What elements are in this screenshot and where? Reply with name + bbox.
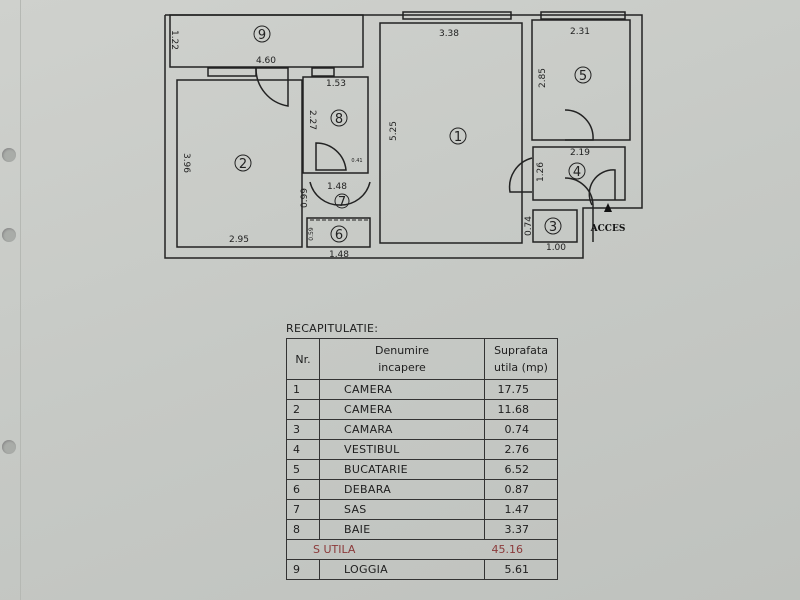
cell-name: CAMARA — [319, 419, 485, 440]
cell-name: CAMERA — [319, 399, 485, 420]
room-number-6: 6 — [330, 225, 348, 243]
dim-r8-small: 0.41 — [351, 158, 362, 164]
door-arc — [255, 67, 289, 107]
dim-r6-height: 0.59 — [308, 227, 315, 241]
entrance-label: ACCES — [590, 224, 626, 234]
dim-r7-width: 1.48 — [327, 182, 347, 192]
room-3-outline — [532, 209, 578, 243]
total-value: 45.16 — [484, 539, 558, 560]
dim-r7-height: 0.99 — [300, 188, 310, 208]
cell-area: 1.47 — [484, 499, 558, 520]
header-nr: Nr. — [286, 338, 320, 380]
room-8-outline — [302, 76, 369, 174]
entrance-arrow-icon — [604, 203, 612, 212]
page-margin-line — [20, 0, 21, 600]
cell-area: 0.74 — [484, 419, 558, 440]
cell-area: 6.52 — [484, 459, 558, 480]
svg-text:4: 4 — [573, 165, 581, 180]
punch-hole — [2, 440, 16, 454]
cell-name: LOGGIA — [319, 559, 485, 580]
room-number-4: 4 — [568, 162, 586, 180]
svg-text:8: 8 — [335, 112, 343, 127]
dim-r5-height: 2.85 — [538, 68, 548, 88]
cell-area: 5.61 — [484, 559, 558, 580]
svg-text:7: 7 — [338, 195, 346, 210]
punch-hole — [2, 148, 16, 162]
recap-title: RECAPITULATIE: — [286, 322, 379, 335]
dim-r4-width: 2.19 — [570, 148, 590, 158]
dim-r3-height: 0.74 — [524, 216, 534, 236]
cell-nr: 3 — [286, 419, 320, 440]
dim-r8-width: 1.53 — [326, 79, 346, 89]
cell-area: 17.75 — [484, 379, 558, 400]
cell-area: 2.76 — [484, 439, 558, 460]
room-number-2: 2 — [234, 154, 252, 172]
cell-name: BUCATARIE — [319, 459, 485, 480]
outer-wall — [164, 14, 643, 259]
dim-r1-height: 5.25 — [389, 121, 399, 141]
room-number-5: 5 — [574, 66, 592, 84]
dim-r3-width: 1.00 — [546, 243, 566, 253]
svg-text:5: 5 — [579, 69, 587, 84]
room-number-9: 9 — [253, 25, 271, 43]
cell-name: VESTIBUL — [319, 439, 485, 460]
svg-text:1: 1 — [454, 130, 462, 145]
room-9-outline — [169, 14, 364, 68]
room-number-3: 3 — [544, 217, 562, 235]
room-1-outline — [379, 22, 523, 244]
dim-r8-height: 2.27 — [307, 110, 317, 130]
room-4-outline — [532, 146, 626, 201]
cell-name: BAIE — [319, 519, 485, 540]
door-arc — [315, 142, 347, 171]
cell-nr: 1 — [286, 379, 320, 400]
svg-text:3: 3 — [549, 220, 557, 235]
cell-nr: 6 — [286, 479, 320, 500]
dim-r4-height: 1.26 — [536, 162, 546, 182]
cell-area: 3.37 — [484, 519, 558, 540]
cell-nr: 7 — [286, 499, 320, 520]
room-number-7: 7 — [334, 193, 350, 210]
svg-text:9: 9 — [258, 28, 266, 43]
cell-name: DEBARA — [319, 479, 485, 500]
cell-nr: 9 — [286, 559, 320, 580]
room-6-outline — [306, 217, 371, 248]
cell-nr: 2 — [286, 399, 320, 420]
cell-area: 11.68 — [484, 399, 558, 420]
dim-r1-width: 3.38 — [439, 29, 459, 39]
cell-nr: 8 — [286, 519, 320, 540]
floor-plan: 1 2 3 4 5 6 7 8 9 1.22 4.60 3.96 2.95 1.… — [164, 11, 643, 260]
punch-hole — [2, 228, 16, 242]
svg-text:2: 2 — [239, 157, 247, 172]
cell-name: SAS — [319, 499, 485, 520]
dim-r9-height: 1.22 — [169, 30, 179, 50]
dim-r2-height: 3.96 — [181, 153, 191, 173]
dim-r5-width: 2.31 — [570, 27, 590, 37]
dim-r9-width: 4.60 — [256, 56, 276, 66]
cell-nr: 4 — [286, 439, 320, 460]
room-number-1: 1 — [449, 127, 467, 145]
total-label: S UTILA — [286, 539, 485, 560]
dim-r2-width: 2.95 — [229, 235, 249, 245]
cell-nr: 5 — [286, 459, 320, 480]
cell-area: 0.87 — [484, 479, 558, 500]
svg-text:6: 6 — [335, 228, 343, 243]
cell-name: CAMERA — [319, 379, 485, 400]
total-row: S UTILA 45.16 — [286, 539, 558, 560]
room-number-8: 8 — [330, 109, 348, 127]
room-2-outline — [176, 79, 303, 248]
dim-r6-width: 1.48 — [329, 250, 349, 260]
